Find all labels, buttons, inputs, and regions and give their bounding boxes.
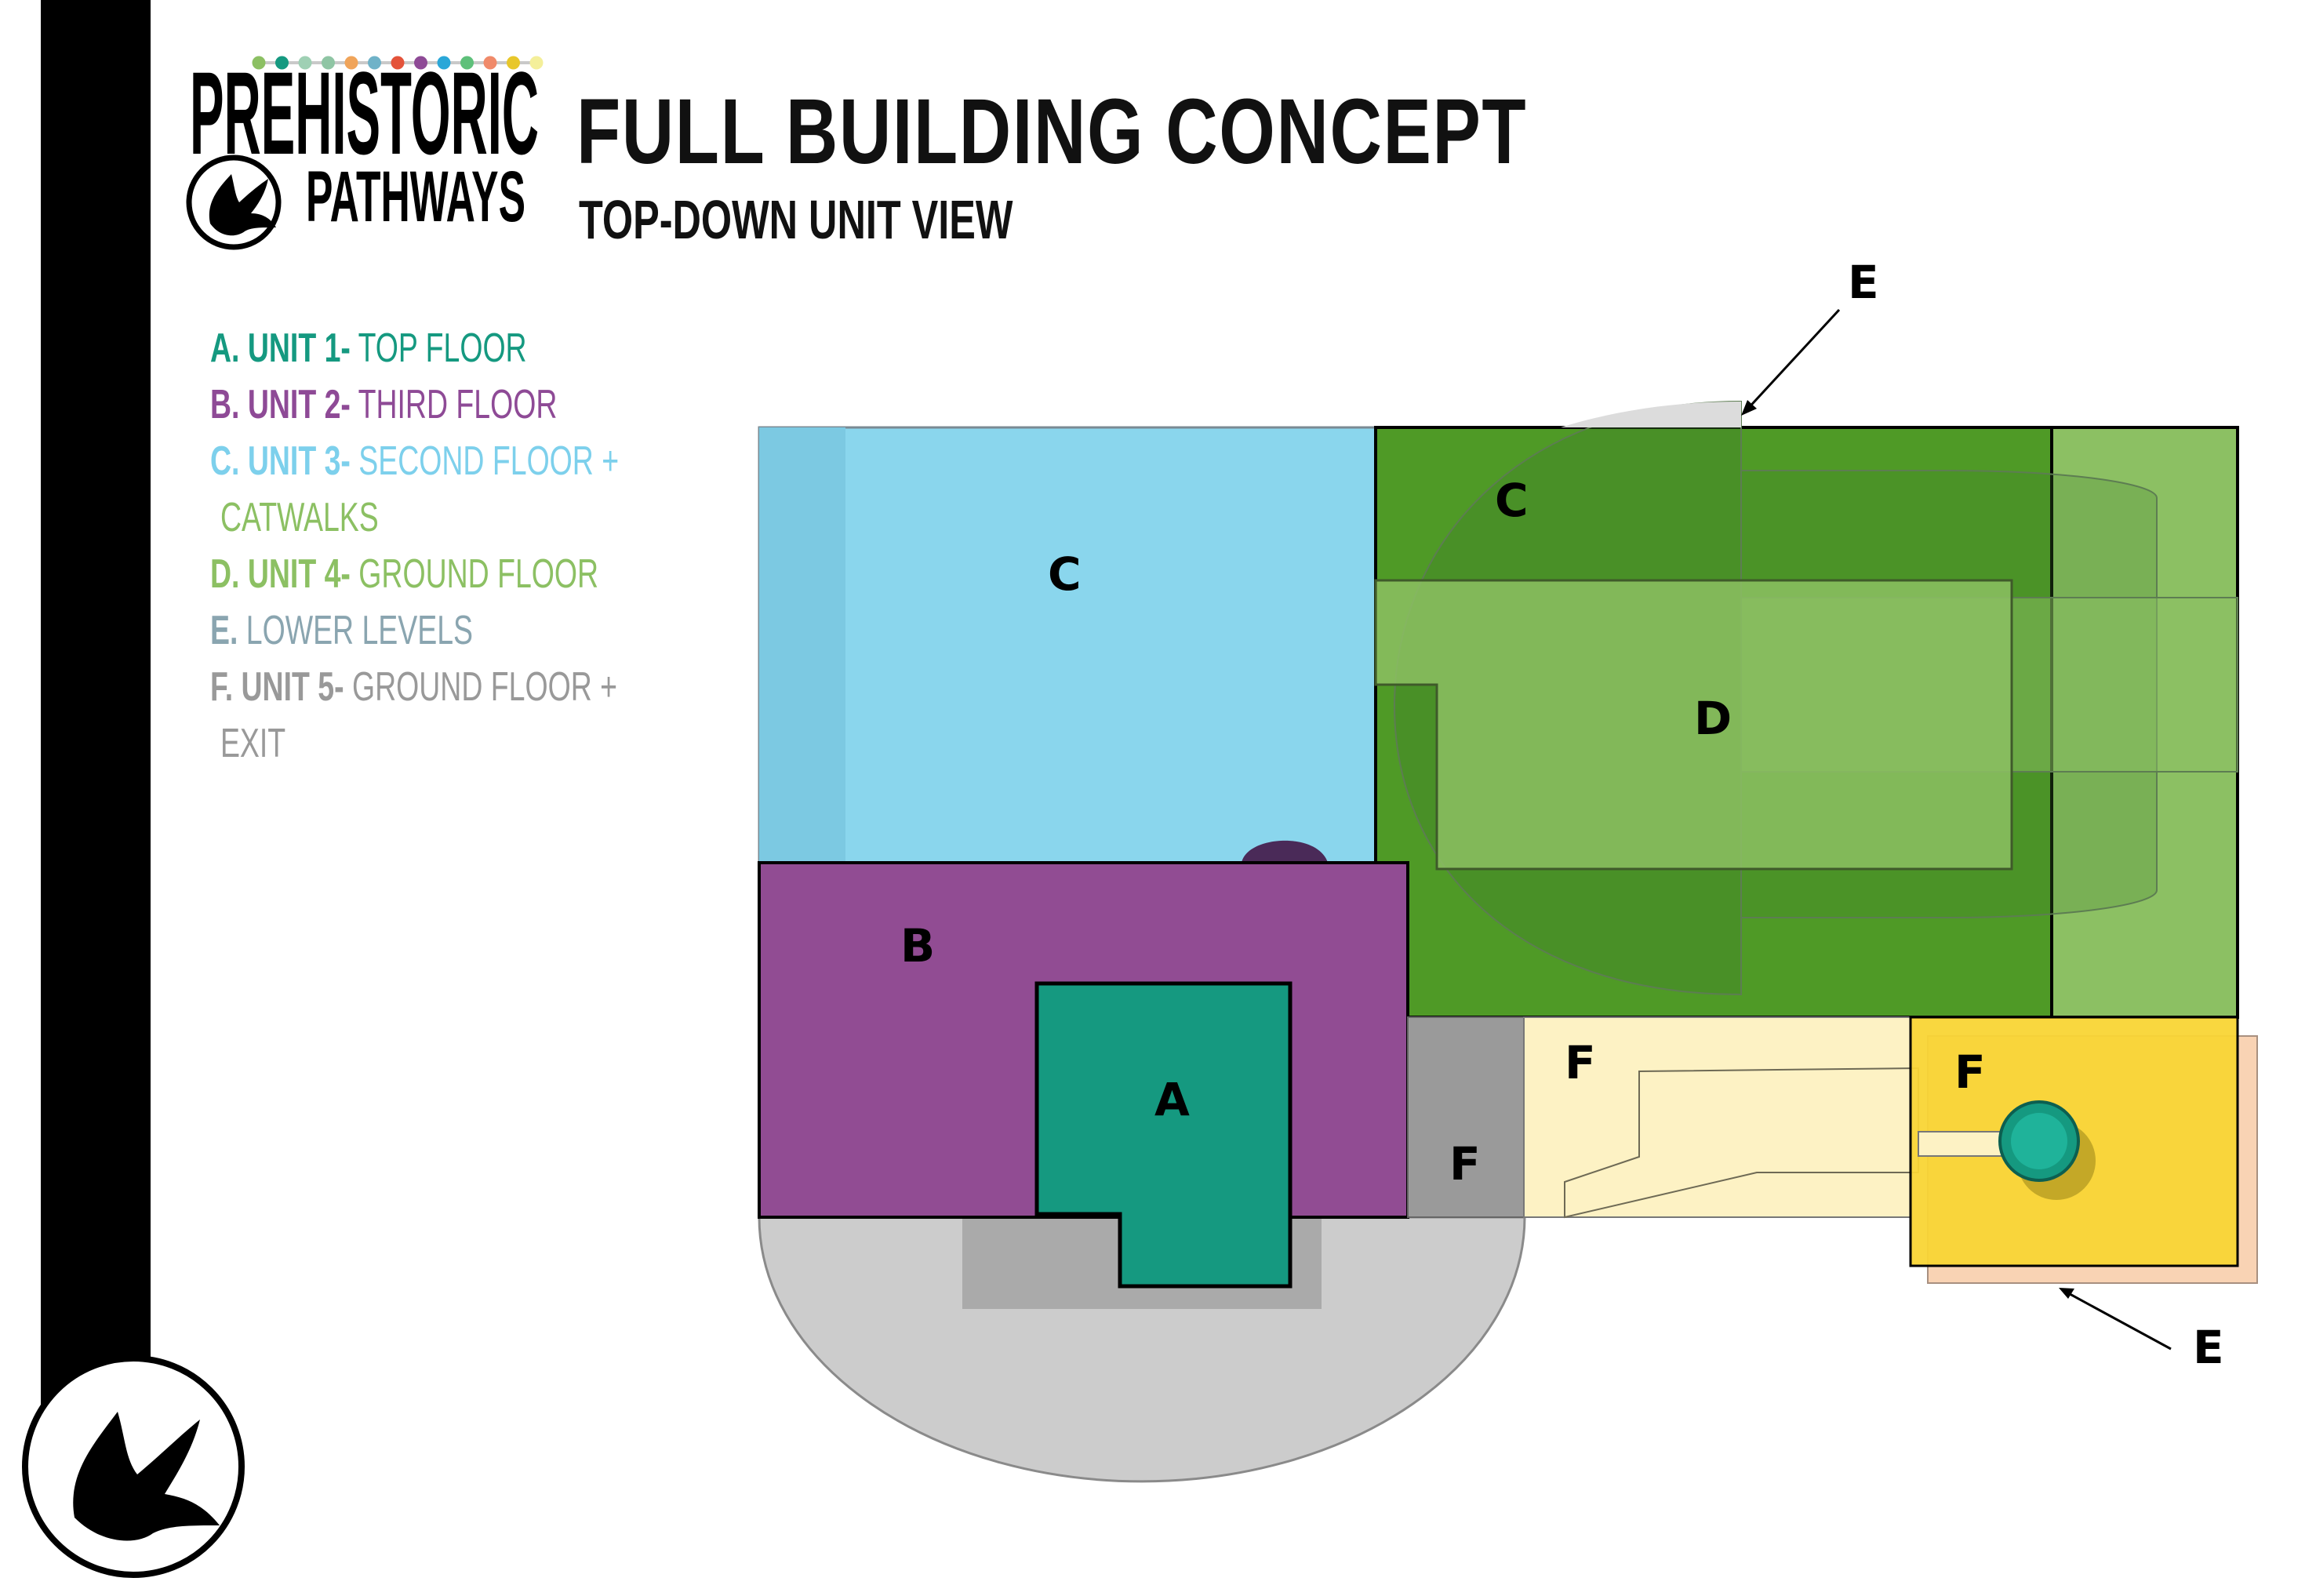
unit-f-silo-top [2011,1113,2067,1169]
unit-d-ground-floor-hall [1374,579,2013,871]
unit-f-cream [1523,1016,1911,1218]
unit-c-second-floor-left [758,426,1377,864]
legend-key: A. UNIT 1- [210,325,351,371]
label-f-gray: F [1449,1137,1481,1191]
sidebar-bar [41,0,151,1412]
arrow-e-top-head [1741,400,1757,416]
label-e-top: E [1848,256,1879,309]
logo-dot [437,56,451,70]
logo-dot [275,56,289,70]
unit-c-catwalk-strip [759,427,845,863]
legend-desc: SECOND FLOOR + [350,438,620,484]
label-c-right: C [1495,474,1529,527]
legend-key: F. UNIT 5- [210,664,344,710]
legend-desc: THIRD FLOOR [350,382,558,427]
unit-f-gray [1407,1016,1525,1218]
legend-desc: GROUND FLOOR + [344,664,618,710]
page-title: FULL BUILDING CONCEPT [576,80,1528,184]
label-f-cream: F [1565,1036,1596,1089]
logo-line2: PATHWAYS [306,157,525,237]
unit-e-lower-level-south [758,1216,1526,1483]
logo-dot-chain [252,56,544,70]
logo-dot [322,56,335,70]
legend-item: A. UNIT 1- TOP FLOOR [210,320,619,376]
unit-f-exit-ramp [1564,1067,1919,1219]
legend-item: D. UNIT 4- GROUND FLOOR [210,546,619,602]
label-b: B [900,919,935,973]
logo-dot [298,56,312,70]
legend-key: D. UNIT 4- [210,551,351,597]
logo-dot [507,56,520,70]
label-d: D [1694,692,1732,745]
logo-dot [414,56,427,70]
legend-desc: GROUND FLOOR [350,551,599,597]
unit-e-lower-level-north-top [1561,402,1741,427]
label-c-left: C [1048,547,1082,601]
logo-dot [368,56,381,70]
logo-dot [460,56,474,70]
legend-desc: TOP FLOOR [350,325,527,371]
label-a: A [1154,1073,1190,1126]
unit-f-bridge [1918,1131,2009,1157]
logo-dot [483,56,497,70]
unit-b-dome [1242,840,1328,863]
legend-continuation: EXIT [220,721,286,766]
page-subtitle: TOP-DOWN UNIT VIEW [579,189,1013,250]
legend-item: EXIT [210,715,619,772]
legend-desc: LOWER LEVELS [238,608,474,653]
arrow-e-bottom [2062,1289,2172,1351]
logo-dot [391,56,405,70]
label-f-yellow: F [1954,1045,1986,1099]
legend-item: E. LOWER LEVELS [210,602,619,659]
legend-key: C. UNIT 3- [210,438,351,484]
legend-key: B. UNIT 2- [210,382,351,427]
logo-dot [252,56,266,70]
unit-a-top-floor [1034,981,1293,1289]
prehistoric-pathways-logo: PREHISTORIC PATHWAYS [186,47,544,250]
legend-key: E. [210,608,238,653]
logo-line1: PREHISTORIC [190,47,539,179]
footprint-icon-shape [209,174,276,236]
label-e-bottom: E [2193,1321,2224,1374]
legend-item: C. UNIT 3- SECOND FLOOR + [210,433,619,489]
legend-continuation: CATWALKS [220,495,379,540]
logo-dot [529,56,544,70]
logo-dot [344,56,358,70]
arrow-e-bottom-head [2059,1288,2074,1299]
legend-item: CATWALKS [210,489,619,546]
arrow-e-top [1743,308,1841,413]
legend-item: B. UNIT 2- THIRD FLOOR [210,376,619,433]
legend-item: F. UNIT 5- GROUND FLOOR + [210,659,619,715]
footprint-logo-icon [22,1355,245,1578]
